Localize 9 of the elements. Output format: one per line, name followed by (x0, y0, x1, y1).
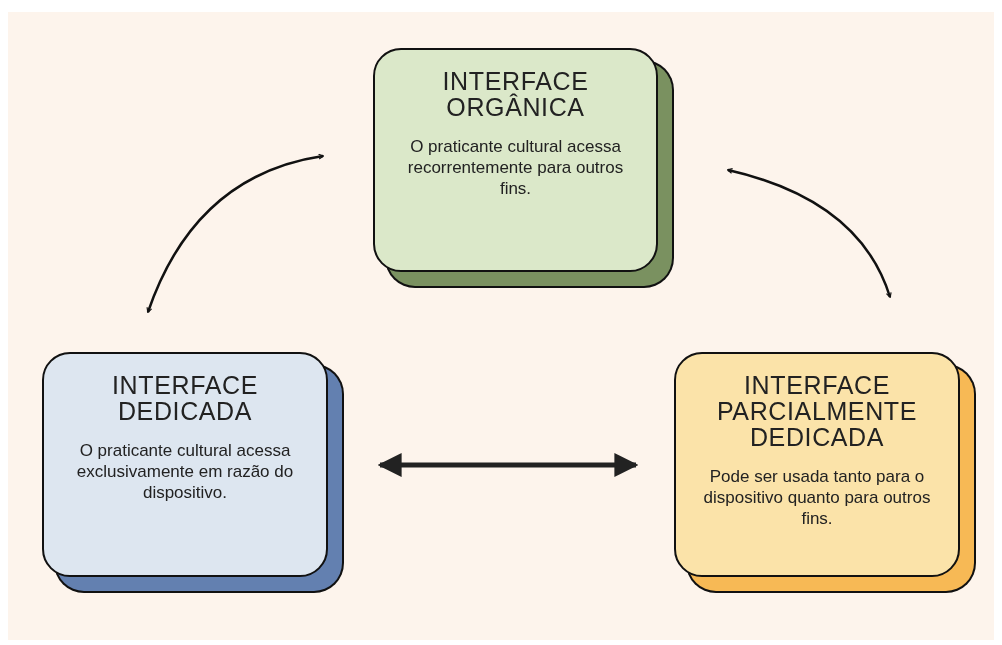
double-arrow (377, 453, 639, 477)
card-title: INTERFACE DEDICADA (111, 372, 259, 424)
card-title: INTERFACE PARCIALMENTE DEDICADA (715, 372, 919, 450)
double-arrow (146, 153, 325, 314)
card-description: Pode ser usada tanto para o dispositivo quanto para outros fins. (702, 466, 932, 529)
double-arrow (726, 168, 892, 299)
card-description: O praticante cultural acessa exclusivamente em razão do dispositivo. (75, 440, 295, 503)
card-description: O praticante cultural acessa recorrentemente para outros fins. (406, 136, 625, 199)
card-title: INTERFACE ORGÂNICA (441, 68, 590, 120)
